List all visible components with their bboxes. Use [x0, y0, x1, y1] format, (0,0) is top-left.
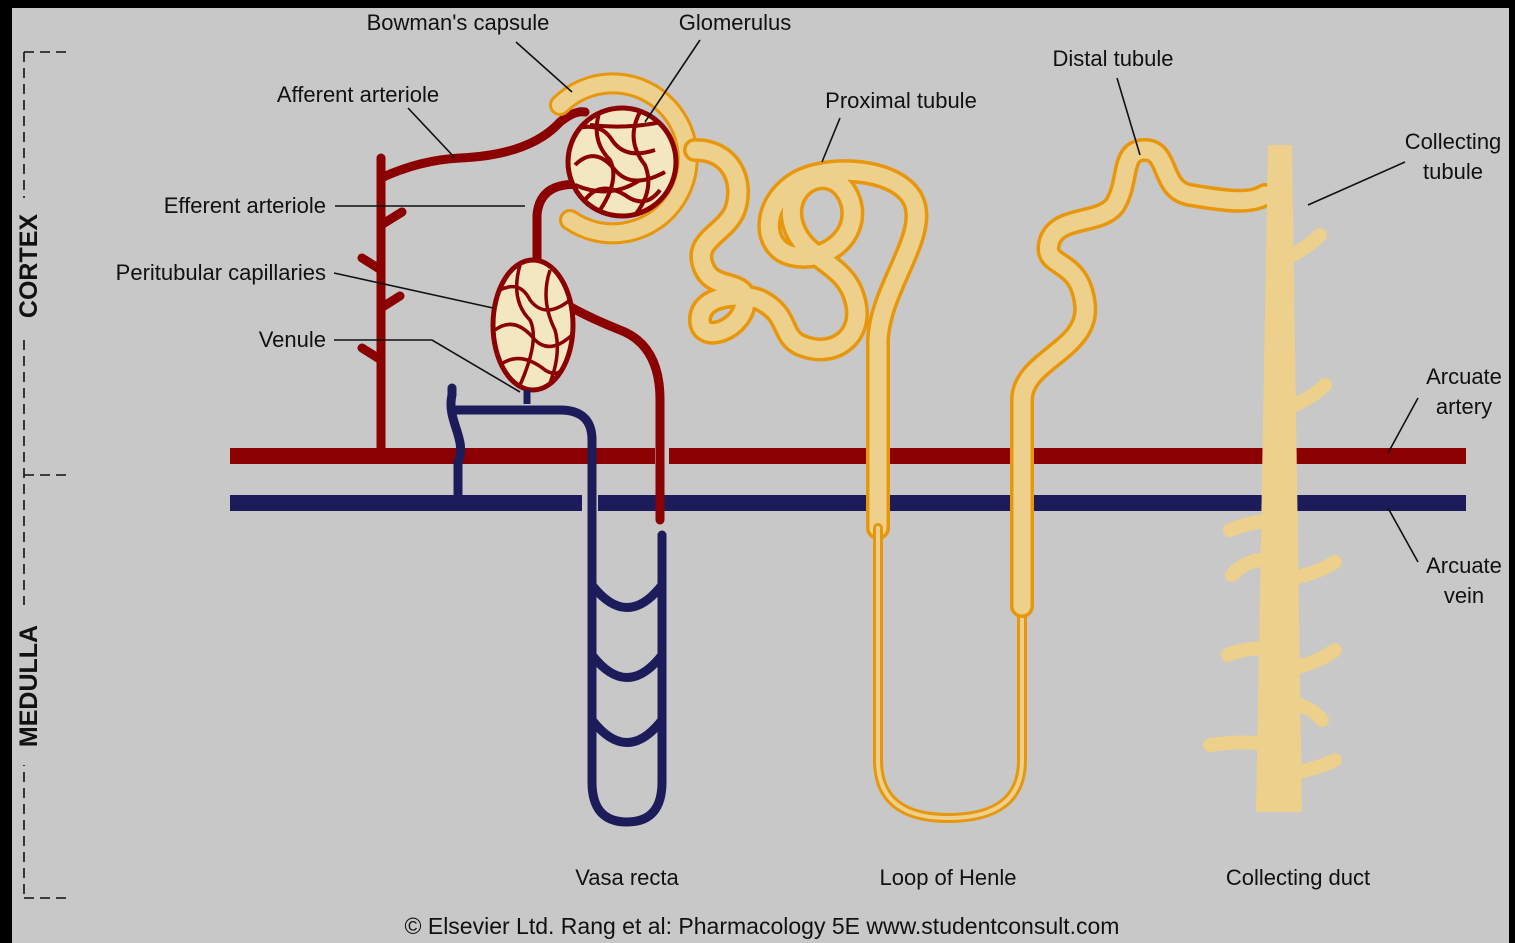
glomerulus-shape: [568, 108, 676, 216]
arcuate-artery-label-line1: Arcuate: [1426, 364, 1502, 389]
vasa-recta-label: Vasa recta: [575, 865, 679, 890]
glomerulus-label: Glomerulus: [679, 10, 791, 35]
venule-label: Venule: [259, 327, 326, 352]
arcuate-artery-label-line2: artery: [1436, 394, 1492, 419]
bowmans-capsule-label: Bowman's capsule: [367, 10, 550, 35]
medulla-label: MEDULLA: [15, 625, 43, 747]
proximal-tubule-label: Proximal tubule: [825, 88, 977, 113]
collecting-tubule-label-line1: Collecting: [1405, 129, 1502, 154]
distal-tubule-shape: [1022, 150, 1265, 606]
region-bracket: [24, 52, 70, 900]
collecting-duct-label: Collecting duct: [1226, 865, 1370, 890]
loop-of-henle-label: Loop of Henle: [880, 865, 1017, 890]
collecting-tubule-label-line2: tubule: [1423, 159, 1483, 184]
arcuate-vein-label-line2: vein: [1444, 583, 1484, 608]
efferent-arteriole-label: Efferent arteriole: [164, 193, 326, 218]
loop-of-henle-shape: [878, 528, 1022, 818]
afferent-arteriole-label: Afferent arteriole: [277, 82, 439, 107]
copyright-credit: © Elsevier Ltd. Rang et al: Pharmacology…: [405, 913, 1120, 939]
proximal-tubule-shape: [695, 150, 916, 528]
peritubular-capillaries-label: Peritubular capillaries: [116, 260, 326, 285]
collecting-duct-shape: [1210, 145, 1335, 812]
distal-tubule-label: Distal tubule: [1052, 46, 1173, 71]
arcuate-vein-label-line1: Arcuate: [1426, 553, 1502, 578]
cortex-label: CORTEX: [15, 214, 43, 319]
